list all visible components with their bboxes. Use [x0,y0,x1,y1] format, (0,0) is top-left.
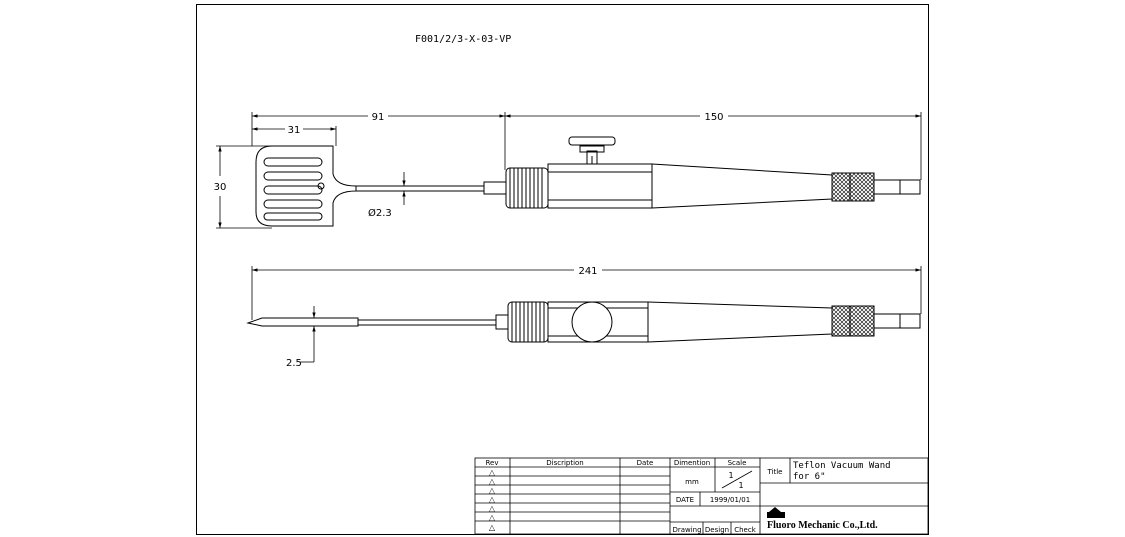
side-vacuum-button [571,301,613,343]
drawing-label: Drawing [672,526,701,534]
scale-header: Scale [728,459,747,467]
tube-collar [483,181,507,195]
connector-nut-1 [831,172,851,202]
rev-header: Rev [486,459,499,467]
dimention-header: Dimention [674,459,710,467]
top-view [255,136,921,227]
rev-symbol-4: △ [489,495,496,504]
paddle-hole [317,182,325,190]
top-dimensions [216,112,922,229]
side-connector-nut-1 [831,305,851,337]
title-line-1: Teflon Vacuum Wand [793,461,891,471]
rev-symbol-1: △ [489,468,496,477]
side-handle-taper [647,301,833,343]
scale-denominator: 1 [738,481,743,490]
rev-symbol-6: △ [489,513,496,522]
title-label: Title [766,468,782,476]
valve-body [547,163,653,209]
rev-symbol-7: △ [489,523,496,532]
paddle-slot-2 [263,171,323,181]
paddle-slot-1 [263,157,323,167]
date-header: Date [637,459,654,467]
rev-symbol-2: △ [489,477,496,486]
paddle-slot-4 [263,199,323,209]
side-dimensions [251,266,922,363]
side-view [246,301,921,343]
date-value: 1999/01/01 [710,496,750,504]
dim-150: 150 [704,112,723,123]
dim-91: 91 [372,112,385,123]
connector-spigot [873,179,921,195]
dim-31: 31 [288,125,301,136]
side-valve-body [547,301,649,343]
scale-numerator: 1 [728,471,733,480]
company-logo-icon [767,507,785,518]
title-line-2: for 6" [793,472,826,482]
vacuum-button-cap [568,136,616,146]
paddle-head [255,145,357,227]
company-name: Fluoro Mechanic Co.,Ltd. [767,520,878,531]
dim-30: 30 [214,182,227,193]
blade [246,317,359,327]
side-connector-nut-2 [849,305,875,337]
paddle-slot-3 [263,185,323,195]
drawing-number: F001/2/3-X-03-VP [415,34,511,45]
vacuum-button-base [579,145,605,153]
sheet-border [196,4,929,535]
dim-241: 241 [578,266,597,277]
check-label: Check [734,526,756,534]
side-connector-spigot [873,313,921,329]
nut-lines [509,168,543,208]
rev-symbol-3: △ [489,486,496,495]
handle-taper [651,163,833,209]
description-header: Discription [546,459,584,467]
unit-value: mm [685,478,699,486]
design-label: Design [705,526,729,534]
dim-tube-diameter: Ø2.3 [368,207,392,219]
dim-tip-thickness: 2.5 [286,358,302,369]
connector-nut-2 [849,172,875,202]
rev-symbol-5: △ [489,504,496,513]
paddle-slot-5 [263,212,323,221]
side-collar [495,314,509,330]
date-label: DATE [676,496,694,504]
title-block [474,457,929,535]
